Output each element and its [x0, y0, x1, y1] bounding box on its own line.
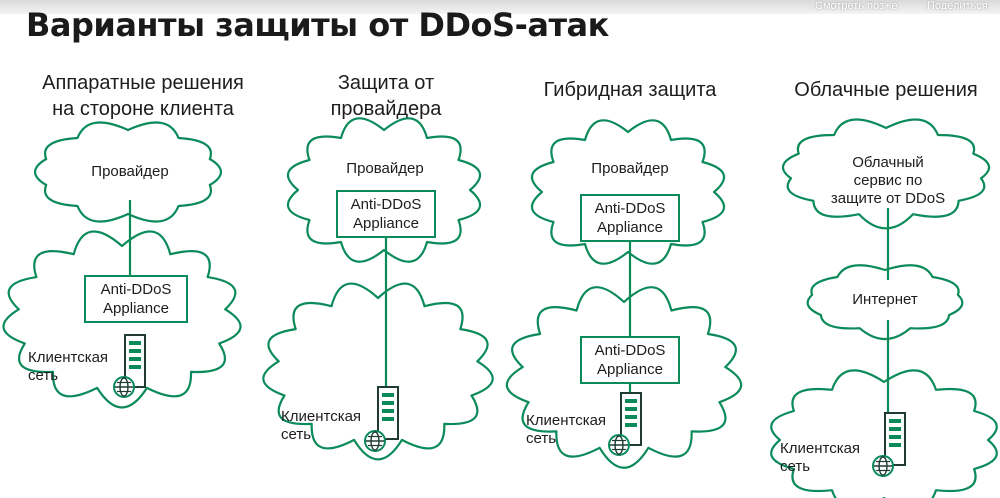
- slide-title: Варианты защиты от DDoS-атак: [26, 6, 609, 44]
- col4-server-icon: [884, 412, 906, 466]
- col1-server-icon: [124, 334, 146, 388]
- col3-anti-ddos-appliance-bottom: Anti-DDoS Appliance: [580, 336, 680, 384]
- column-1-heading: Аппаратные решения на стороне клиента: [42, 72, 244, 120]
- col2-provider-label: Провайдер: [346, 160, 424, 177]
- column-4-heading: Облачные решения: [794, 79, 978, 101]
- col4-cloud-service-label: Облачный сервис по защите от DDoS: [830, 154, 946, 207]
- col1-globe-icon: [113, 376, 135, 398]
- col2-globe-icon: [364, 430, 386, 452]
- col3-provider-cloud-icon: [530, 119, 726, 265]
- col2-appliance-label: Anti-DDoS Appliance: [350, 196, 422, 232]
- video-overlay-bar: [0, 0, 1000, 14]
- col4-service-cloud-icon: [781, 118, 991, 230]
- col3-globe-icon: [608, 434, 630, 456]
- col4-internet-label: Интернет: [852, 291, 918, 308]
- col3-provider-label: Провайдер: [591, 160, 669, 177]
- col2-anti-ddos-appliance: Anti-DDoS Appliance: [336, 190, 436, 238]
- col3-client-network-label: Клиентская сеть: [526, 412, 607, 447]
- col3-anti-ddos-appliance-top: Anti-DDoS Appliance: [580, 194, 680, 242]
- col1-provider-label: Провайдер: [91, 163, 169, 180]
- col3-appliance-bottom-label: Anti-DDoS Appliance: [594, 342, 666, 378]
- column-3-heading: Гибридная защита: [543, 79, 717, 101]
- col2-client-cloud-icon: [262, 282, 494, 461]
- watch-later-button[interactable]: Смотреть позже: [815, 0, 898, 12]
- col3-server-icon: [620, 392, 642, 446]
- col1-anti-ddos-appliance: Anti-DDoS Appliance: [84, 275, 188, 323]
- col2-client-network-label: Клиентская сеть: [281, 408, 362, 443]
- share-button[interactable]: Поделиться: [927, 0, 988, 12]
- col4-internet-cloud-icon: [806, 264, 964, 341]
- col1-appliance-label: Anti-DDoS Appliance: [100, 281, 172, 317]
- col4-globe-icon: [872, 455, 894, 477]
- column-2-heading: Защита от провайдера: [330, 72, 442, 120]
- col4-client-network-label: Клиентская сеть: [780, 440, 861, 475]
- col3-appliance-top-label: Anti-DDoS Appliance: [594, 200, 666, 236]
- col2-server-icon: [377, 386, 399, 440]
- col1-client-network-label: Клиентская сеть: [28, 349, 109, 384]
- col1-provider-cloud-icon: [33, 121, 223, 223]
